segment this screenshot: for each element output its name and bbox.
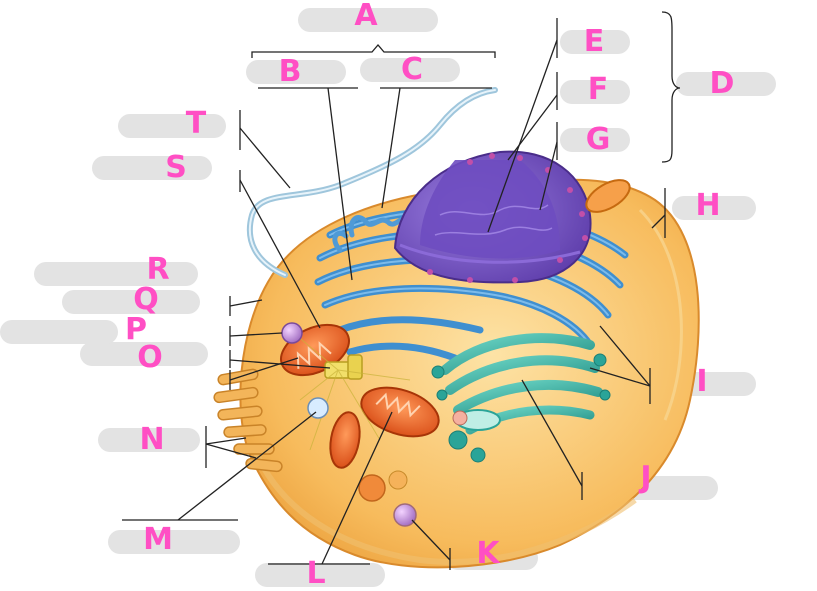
answer-blank-l[interactable] xyxy=(255,563,385,587)
answer-blank-m[interactable] xyxy=(108,530,240,554)
answer-blank-g[interactable] xyxy=(560,128,630,152)
answer-blank-c[interactable] xyxy=(360,58,460,82)
smooth-er xyxy=(332,215,413,253)
answer-blank-e[interactable] xyxy=(560,30,630,54)
label-f: F xyxy=(587,72,609,107)
label-i: I xyxy=(696,364,708,399)
answer-blank-p[interactable] xyxy=(0,320,118,344)
label-k: K xyxy=(476,536,500,571)
label-d: D xyxy=(709,66,735,101)
label-o: O xyxy=(137,340,163,375)
label-n: N xyxy=(139,422,165,457)
answer-blank-f[interactable] xyxy=(560,80,630,104)
label-c: C xyxy=(400,52,424,87)
answer-blank-a[interactable] xyxy=(298,8,438,32)
label-t: T xyxy=(185,106,207,141)
answer-blank-n[interactable] xyxy=(98,428,200,452)
label-g: G xyxy=(585,122,611,157)
label-q: Q xyxy=(133,282,159,317)
answer-blank-t[interactable] xyxy=(118,114,226,138)
vesicles xyxy=(281,322,468,527)
answer-blank-h[interactable] xyxy=(672,196,756,220)
label-a: A xyxy=(354,0,378,33)
label-r: R xyxy=(146,252,170,287)
leader-lines xyxy=(122,11,681,570)
label-l: L xyxy=(306,556,326,591)
answer-blank-s[interactable] xyxy=(92,156,212,180)
label-e: E xyxy=(583,24,605,59)
answer-blank-r[interactable] xyxy=(34,262,198,286)
answer-blank-d[interactable] xyxy=(676,72,776,96)
label-b: B xyxy=(278,54,302,89)
answer-blank-b[interactable] xyxy=(246,60,346,84)
centrioles xyxy=(289,329,411,451)
answer-blank-q[interactable] xyxy=(62,290,200,314)
microvilli xyxy=(213,368,283,473)
answer-blank-o[interactable] xyxy=(80,342,208,366)
label-s: S xyxy=(165,150,187,185)
label-m: M xyxy=(143,522,173,557)
label-j: J xyxy=(640,460,652,495)
label-p: P xyxy=(125,312,147,347)
nucleolus-cutaway xyxy=(420,160,560,259)
label-h: H xyxy=(695,188,721,223)
